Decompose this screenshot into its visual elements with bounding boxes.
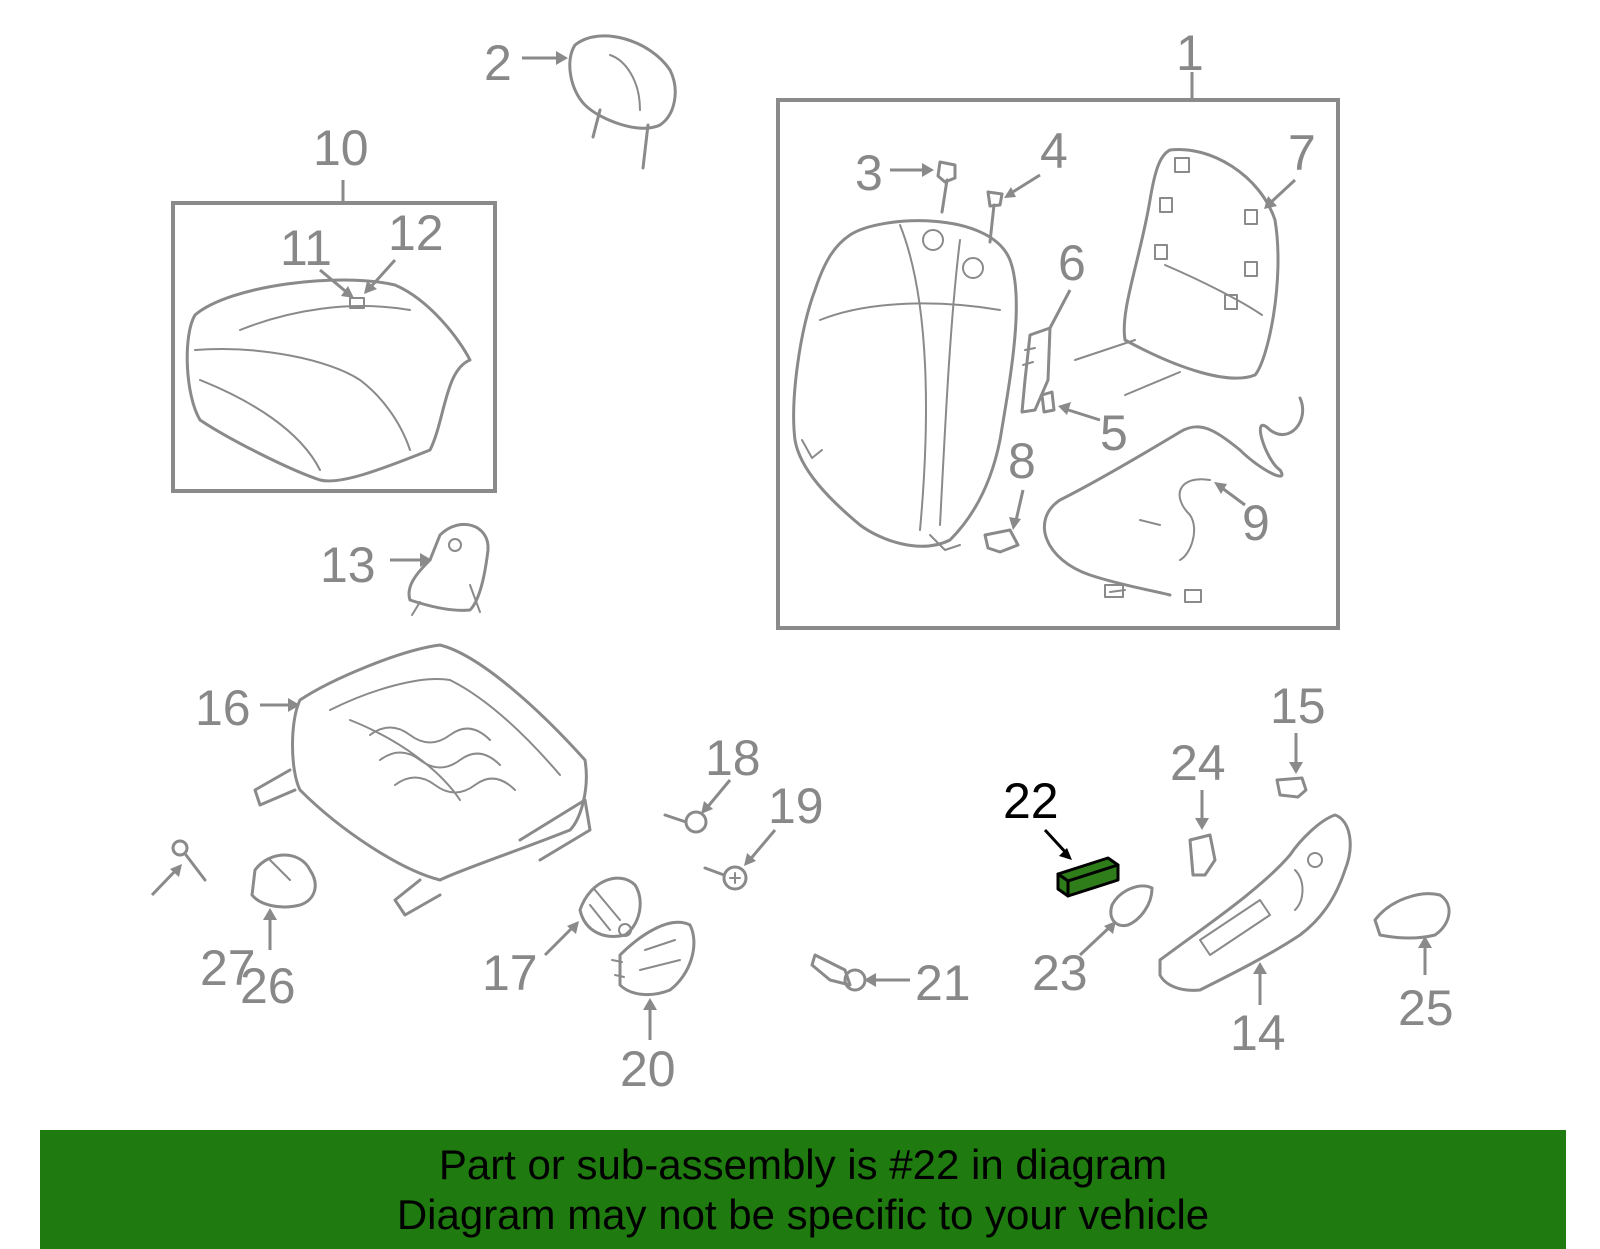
callout-20[interactable]: 20 [620, 1041, 676, 1097]
seatback-cover[interactable] [792, 219, 1018, 551]
bolt-part-4[interactable] [986, 190, 1004, 244]
callout-16[interactable]: 16 [195, 680, 251, 736]
callout-22[interactable]: 22 [1003, 773, 1059, 829]
banner-line-1: Part or sub-assembly is #22 in diagram [438, 1141, 1168, 1188]
callout-6[interactable]: 6 [1058, 235, 1086, 291]
callout-8[interactable]: 8 [1008, 433, 1036, 489]
panel-part-6[interactable] [1020, 326, 1052, 414]
callout-9[interactable]: 9 [1242, 495, 1270, 551]
callout-3[interactable]: 3 [855, 145, 883, 201]
info-banner: Part or sub-assembly is #22 in diagram D… [40, 1130, 1566, 1249]
leader-12 [366, 258, 397, 292]
callout-23[interactable]: 23 [1032, 945, 1088, 1001]
leader-23 [1078, 923, 1114, 957]
leader-bolt [150, 866, 180, 897]
leader-6 [1048, 289, 1072, 329]
callout-14[interactable]: 14 [1230, 1005, 1286, 1061]
leader-22 [1043, 828, 1070, 857]
leader-17 [543, 923, 577, 957]
backboard-part-7[interactable] [1074, 147, 1280, 396]
callout-10[interactable]: 10 [313, 120, 369, 176]
bolt-part-18[interactable] [663, 810, 708, 834]
highlighted-part-22[interactable] [1056, 856, 1120, 898]
bracket-part-20[interactable] [611, 920, 696, 997]
cover-part-23[interactable] [1109, 884, 1154, 928]
cap-part-26-27[interactable] [250, 853, 317, 909]
assembly-box-10 [171, 201, 497, 493]
leader-18 [703, 779, 732, 811]
banner-line-2: Diagram may not be specific to your vehi… [396, 1191, 1210, 1238]
callout-18[interactable]: 18 [705, 730, 761, 786]
callout-2[interactable]: 2 [484, 35, 512, 91]
callout-17[interactable]: 17 [482, 945, 538, 1001]
seat-frame-part-16[interactable] [253, 643, 592, 917]
callout-1[interactable]: 1 [1176, 25, 1204, 81]
callout-19[interactable]: 19 [768, 778, 824, 834]
callout-15[interactable]: 15 [1270, 678, 1326, 734]
clip-part-5[interactable] [1040, 390, 1056, 414]
callout-26[interactable]: 26 [240, 958, 296, 1014]
bolt-unlabeled[interactable] [171, 839, 207, 882]
leader-7 [1266, 178, 1297, 207]
cover-part-25[interactable] [1373, 892, 1451, 940]
leader-19 [746, 829, 777, 863]
headrest-part-2[interactable] [568, 34, 677, 170]
assembly-box-1 [776, 98, 1340, 630]
harness-part-9[interactable] [1042, 396, 1305, 603]
screw-part-19[interactable] [703, 865, 748, 891]
bracket-part-13[interactable] [407, 522, 490, 616]
callout-11[interactable]: 11 [280, 220, 332, 276]
callout-13[interactable]: 13 [320, 537, 376, 593]
knob-part-17[interactable] [578, 876, 642, 938]
callout-12[interactable]: 12 [388, 205, 444, 261]
callout-27[interactable]: 27 [200, 940, 256, 996]
clip-part-15[interactable] [1275, 776, 1308, 799]
callout-25[interactable]: 25 [1398, 980, 1454, 1036]
callout-21[interactable]: 21 [915, 955, 971, 1011]
bolt-part-3[interactable] [936, 160, 957, 214]
callout-7[interactable]: 7 [1288, 125, 1316, 181]
seat-cushion-part-10[interactable] [185, 278, 472, 483]
callout-24[interactable]: 24 [1170, 735, 1226, 791]
callout-4[interactable]: 4 [1040, 123, 1068, 179]
side-shield-part-14[interactable] [1158, 813, 1352, 992]
latch-part-8[interactable] [983, 528, 1020, 554]
callout-5[interactable]: 5 [1100, 405, 1128, 461]
screw-part-21[interactable] [810, 953, 867, 992]
knob-part-24[interactable] [1188, 833, 1217, 877]
